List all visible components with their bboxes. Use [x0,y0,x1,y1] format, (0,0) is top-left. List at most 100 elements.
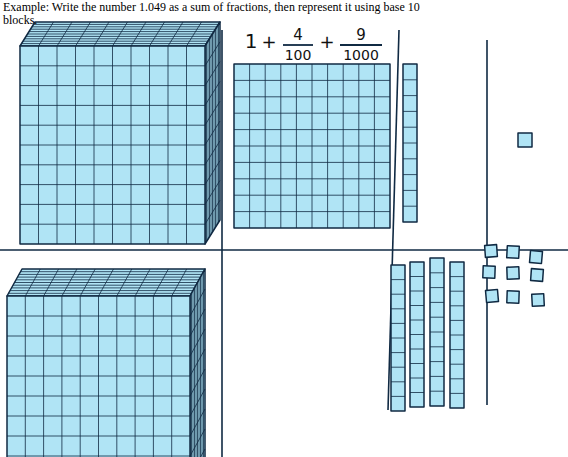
grid-line [234,146,390,147]
rod-bar [430,258,444,406]
unit-square [485,289,498,302]
grid-line [202,274,203,457]
ten-rod [410,262,424,407]
grid-line [403,79,417,80]
thousand-cube [7,269,205,457]
grid-line [327,64,328,228]
unit-square [483,266,495,278]
fraction-numerator: 4 [293,28,303,43]
grid-line [199,280,200,457]
grid-line [391,308,405,309]
unit-cube [485,289,498,302]
cube-front-face [20,46,205,244]
grid-line [403,111,417,112]
grid-line [403,127,417,128]
unit-square [531,269,544,282]
grid-line [196,285,197,457]
cube-side-face [190,269,205,457]
grid-line [391,323,405,324]
grid-line [391,294,405,295]
unit-cube [507,267,519,279]
unit-cube [529,250,542,263]
handwritten-plus: + [319,33,334,51]
unit-cube [507,291,519,303]
hundred-flat [234,64,390,228]
unit-square [507,267,519,279]
cube-side-face [205,22,220,244]
grid-line [190,369,205,396]
grid-line [410,291,424,292]
grid-line [214,32,215,230]
ten-rod [391,265,405,411]
thousand-cube [20,22,220,244]
grid-line [171,296,172,457]
grid-line [98,296,99,457]
grid-line [450,305,464,306]
grid-line [186,46,187,244]
grid-line [117,269,132,296]
grid-line [430,346,444,347]
unit-square [485,245,498,258]
grid-line [116,296,117,457]
divider-line [221,30,223,457]
grid-line [410,392,424,393]
grid-line [7,456,190,457]
grid-line [410,378,424,379]
cube-top-face [7,269,205,296]
grid-line [450,349,464,350]
grid-line [197,283,198,457]
grid-line [234,178,390,179]
unit-cube [531,269,544,282]
unit-cube [518,133,532,147]
unit-square [507,246,520,259]
grid-line [450,393,464,394]
cube-front-face [7,296,190,457]
flat-square [234,64,390,228]
grid-line [215,29,216,227]
rod-bar [410,262,424,407]
fraction-denominator: 100 [285,48,312,62]
grid-line [410,276,424,277]
grid-line [403,206,417,207]
grid-line [187,22,202,46]
grid-line [32,26,217,27]
ten-rod [450,262,464,408]
grid-line [153,269,168,296]
grid-line [410,334,424,335]
handwritten-plus: + [261,33,276,51]
fraction-bar [283,44,313,46]
grid-line [450,320,464,321]
grid-line [31,29,216,30]
grid-line [205,200,220,224]
grid-line [7,396,190,397]
grid-line [205,180,220,204]
grid-line [172,269,187,296]
ten-rod [430,258,444,406]
grid-line [168,22,183,46]
grid-line [430,332,444,333]
grid-line [450,378,464,379]
grid-line [430,361,444,362]
grid-line [34,24,219,25]
grid-line [20,164,205,165]
grid-line [203,272,204,457]
grid-line [149,46,150,244]
unit-square [507,291,519,303]
grid-line [29,31,214,32]
grid-line [391,367,405,368]
grid-line [28,34,213,35]
grid-line [190,449,205,457]
grid-line [450,335,464,336]
fraction-bar [340,44,382,46]
grid-line [7,436,190,437]
grid-line [234,211,390,212]
fraction-numerator: 9 [356,28,366,43]
grid-line [430,272,444,273]
grid-line [343,64,344,228]
grid-line [374,64,375,228]
grid-line [131,46,132,244]
grid-line [200,277,201,457]
ten-rod [403,64,417,222]
grid-line [194,288,195,457]
